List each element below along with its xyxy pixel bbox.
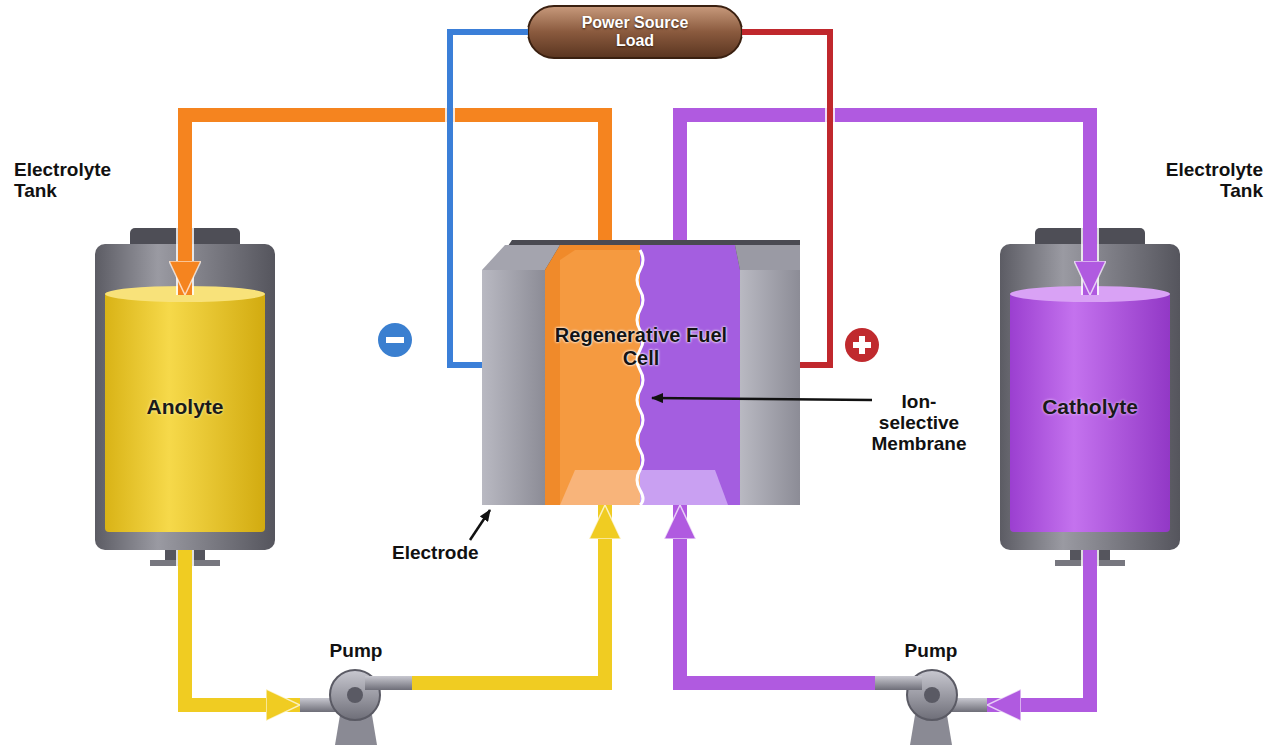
connector-line bbox=[742, 32, 830, 365]
leader-line bbox=[470, 510, 490, 540]
connector-outline bbox=[680, 505, 875, 683]
connector-line bbox=[680, 505, 875, 683]
node-label: Power Source Load bbox=[570, 14, 700, 51]
tank-label: Electrolyte Tank bbox=[14, 160, 132, 202]
connector-outline bbox=[450, 32, 528, 365]
power-source-load: Power Source Load bbox=[528, 6, 742, 58]
connector-outline bbox=[185, 115, 605, 295]
connector-line bbox=[680, 115, 1090, 295]
tank-label: Electrolyte Tank bbox=[1145, 160, 1263, 202]
connector-line bbox=[412, 505, 605, 683]
electrolyte-pipe bbox=[680, 115, 1090, 295]
connector-line bbox=[185, 550, 300, 705]
pump: Pump bbox=[300, 640, 412, 745]
node-label: Regenerative Fuel Cell bbox=[551, 324, 731, 370]
pump-symbol bbox=[300, 670, 412, 745]
catholyte-tank-body: Catholyte bbox=[1005, 295, 1175, 550]
leader-line bbox=[652, 398, 872, 400]
connector-outline bbox=[185, 550, 300, 705]
electrolyte-pipe bbox=[412, 505, 605, 683]
membrane-line bbox=[637, 250, 643, 505]
membrane-label: Ion-selective Membrane bbox=[866, 392, 972, 455]
electrolyte-pipe bbox=[185, 550, 300, 705]
fuel-cell-stack bbox=[482, 240, 800, 505]
node-label: Catholyte bbox=[1010, 395, 1170, 419]
node-label: Pump bbox=[875, 640, 987, 662]
electrolyte-pipe bbox=[680, 505, 875, 683]
node-label: Pump bbox=[300, 640, 412, 662]
power-source-shape bbox=[528, 6, 742, 58]
connector-line bbox=[450, 32, 528, 365]
positive-terminal-symbol bbox=[845, 328, 879, 362]
connector-line bbox=[185, 115, 605, 295]
regenerative-fuel-cell: Regenerative Fuel Cell bbox=[482, 240, 800, 505]
connector-outline bbox=[412, 505, 605, 683]
electrolyte-pipe bbox=[185, 115, 605, 295]
connector-outline bbox=[680, 115, 1090, 295]
electrode-label: Electrode bbox=[392, 543, 502, 564]
connector-line bbox=[987, 550, 1090, 705]
pump: Pump bbox=[875, 640, 987, 745]
connector-outline bbox=[987, 550, 1090, 705]
negative-terminal-symbol bbox=[378, 323, 412, 357]
electric-wire bbox=[450, 32, 528, 365]
pump-symbol bbox=[875, 670, 987, 745]
node-label: Anolyte bbox=[105, 395, 265, 419]
anolyte-tank-body: Anolyte bbox=[100, 295, 270, 550]
electrolyte-pipe bbox=[987, 550, 1090, 705]
electric-wire bbox=[742, 32, 830, 365]
connector-outline bbox=[742, 32, 830, 365]
